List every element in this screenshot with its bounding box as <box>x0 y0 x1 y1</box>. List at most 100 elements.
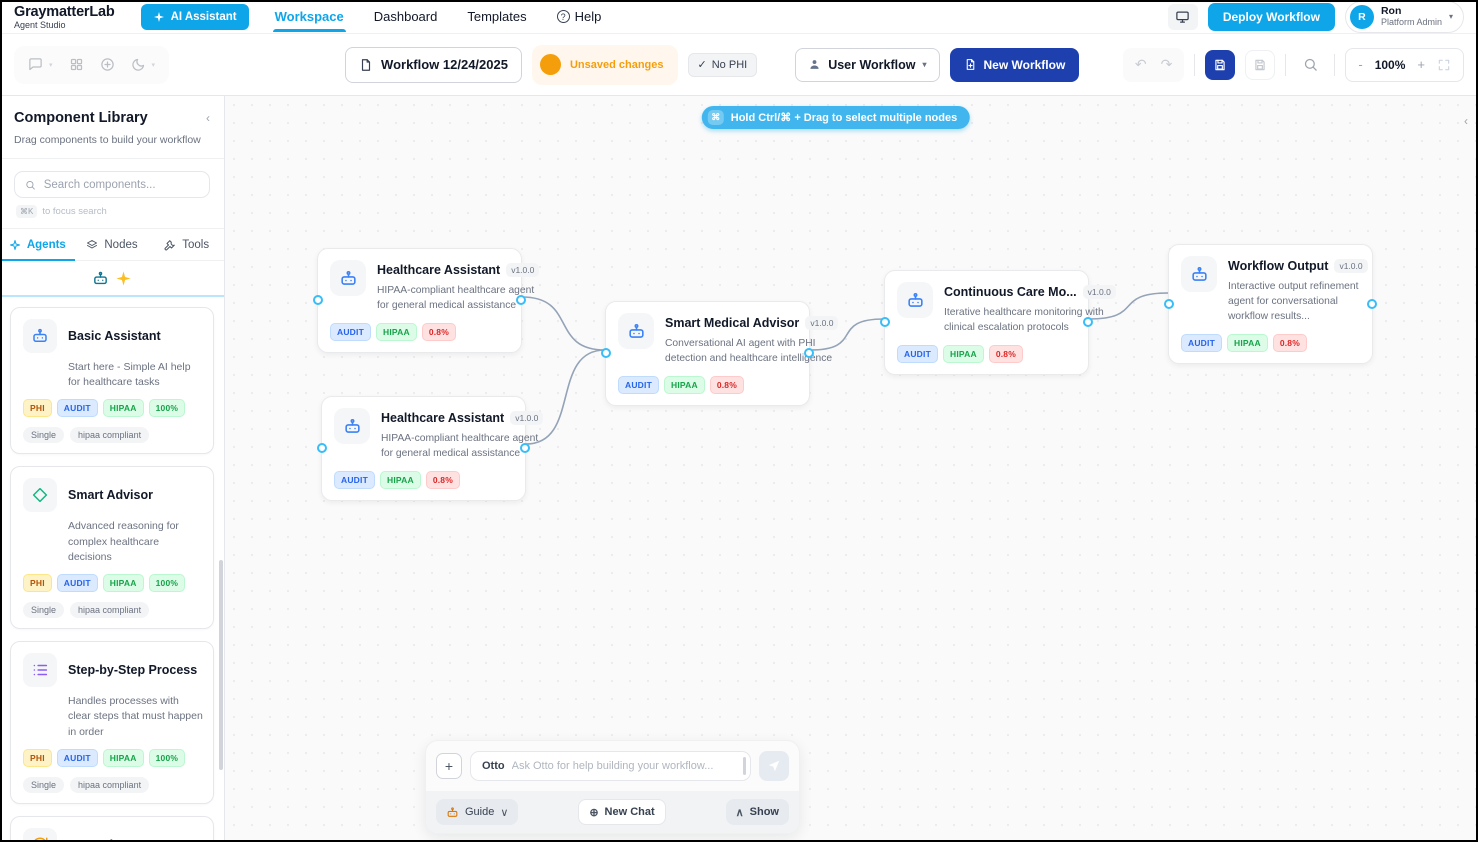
sidebar-scrollbar[interactable] <box>219 560 223 770</box>
zoom-in-button[interactable]: + <box>1417 57 1425 72</box>
chevron-down-icon: ▾ <box>151 61 156 69</box>
node-version-badge: v1.0.0 <box>1082 285 1116 299</box>
agent-name: Basic Assistant <box>68 329 161 343</box>
header-right: Deploy Workflow R Ron Platform Admin ▾ <box>1167 0 1464 33</box>
workflow-node[interactable]: Healthcare Assistant v1.0.0 HIPAA-compli… <box>313 248 540 353</box>
avatar: R <box>1349 4 1374 29</box>
agent-list: Basic Assistant Start here - Simple AI h… <box>0 297 224 842</box>
guide-button[interactable]: Guide ∨ <box>436 799 519 825</box>
output-port[interactable] <box>804 348 814 359</box>
nav-templates[interactable]: Templates <box>467 9 527 24</box>
workflow-node[interactable]: Continuous Care Mo... v1.0.0 Iterative h… <box>880 270 1116 375</box>
fit-view-icon[interactable] <box>1437 58 1451 72</box>
unsaved-dot-icon <box>539 54 561 75</box>
workflow-node[interactable]: Smart Medical Advisor v1.0.0 Conversatio… <box>601 301 839 406</box>
input-port[interactable] <box>880 317 890 328</box>
nav-workspace[interactable]: Workspace <box>272 1 346 32</box>
compliance-badge: PHI <box>23 748 52 767</box>
tab-nodes[interactable]: Nodes <box>75 229 150 260</box>
multiselect-hint-banner: ⌘ Hold Ctrl/⌘ + Drag to select multiple … <box>701 106 971 129</box>
new-workflow-button[interactable]: New Workflow <box>949 47 1080 82</box>
chat-input-wrap[interactable]: Otto <box>470 751 751 781</box>
agent-card-header: Step-by-Step Process <box>20 653 204 688</box>
undo-icon[interactable]: ↶ <box>1134 56 1147 72</box>
nav-dashboard[interactable]: Dashboard <box>373 9 438 24</box>
workflow-node[interactable]: Workflow Output v1.0.0 Interactive outpu… <box>1164 244 1377 364</box>
node-badge: HIPAA <box>1226 333 1268 352</box>
agent-tag: hipaa compliant <box>70 776 150 793</box>
monitor-icon <box>1175 9 1190 24</box>
agent-name: Step-by-Step Process <box>68 663 198 678</box>
agent-name: Repeating Process <box>68 838 181 842</box>
redo-icon[interactable]: ↷ <box>1160 56 1173 72</box>
compliance-badge: PHI <box>23 399 52 418</box>
sidebar-collapse-button[interactable]: ‹ <box>206 111 210 125</box>
workflow-type-dropdown[interactable]: User Workflow ▾ <box>795 47 940 82</box>
nav-help[interactable]: ? Help <box>555 1 604 32</box>
input-scrollbar <box>743 757 746 775</box>
robot-icon <box>446 806 459 819</box>
ai-assistant-button[interactable]: AI Assistant <box>140 3 249 30</box>
right-panel-collapse-button[interactable]: ‹ <box>1464 114 1468 128</box>
node-description: HIPAA-compliant healthcare agent for gen… <box>381 433 539 459</box>
monitor-button[interactable] <box>1167 3 1198 30</box>
user-menu[interactable]: R Ron Platform Admin ▾ <box>1344 0 1464 33</box>
sidebar-tabs: Agents Nodes Tools <box>0 229 224 261</box>
input-port[interactable] <box>601 348 611 359</box>
component-search-input[interactable] <box>43 178 199 191</box>
input-port[interactable] <box>313 295 323 306</box>
tab-tools[interactable]: Tools <box>149 229 224 260</box>
no-phi-badge: ✓ No PHI <box>687 52 758 77</box>
workflow-canvas[interactable]: Healthcare Assistant v1.0.0 HIPAA-compli… <box>225 96 1478 842</box>
save-button[interactable] <box>1205 49 1236 80</box>
output-port[interactable] <box>1083 317 1093 328</box>
compliance-badge: AUDIT <box>56 399 98 418</box>
check-icon: ✓ <box>697 59 707 71</box>
user-role: Platform Admin <box>1380 17 1442 28</box>
tab-agents[interactable]: Agents <box>0 229 75 261</box>
input-port[interactable] <box>317 443 327 454</box>
canvas-search-button[interactable] <box>1296 51 1324 79</box>
grid-icon[interactable] <box>69 57 84 72</box>
output-port[interactable] <box>516 295 526 306</box>
unsaved-label: Unsaved changes <box>569 58 664 71</box>
output-port[interactable] <box>1367 298 1377 309</box>
new-chat-button[interactable]: ⊕ New Chat <box>578 799 666 825</box>
node-badge: 0.8% <box>425 470 460 489</box>
save-icon <box>1213 58 1227 72</box>
chevron-down-icon: ▾ <box>1448 12 1453 21</box>
show-chat-button[interactable]: ∧ Show <box>725 799 789 825</box>
save-as-button[interactable] <box>1245 49 1276 80</box>
chat-add-button[interactable]: + <box>436 753 462 779</box>
agent-card[interactable]: Basic Assistant Start here - Simple AI h… <box>10 307 214 455</box>
workflow-node[interactable]: Healthcare Assistant v1.0.0 HIPAA-compli… <box>317 396 544 501</box>
input-port[interactable] <box>1164 298 1174 309</box>
otto-chat-input[interactable] <box>511 760 736 772</box>
output-port[interactable] <box>520 443 530 454</box>
zoom-out-button[interactable]: - <box>1358 57 1363 72</box>
node-version-badge: v1.0.0 <box>510 411 544 425</box>
chat-bubble-icon[interactable] <box>28 57 43 72</box>
plus-circle-icon[interactable] <box>100 57 115 72</box>
component-library-sidebar: Component Library ‹ Drag components to b… <box>0 96 225 842</box>
app-header: GraymatterLab Agent Studio AI Assistant … <box>0 0 1478 34</box>
agent-card[interactable]: Step-by-Step Process Handles processes w… <box>10 641 214 804</box>
agent-tag: hipaa compliant <box>70 602 150 619</box>
workflow-name-field[interactable]: Workflow 12/24/2025 <box>345 46 522 83</box>
agent-description: Start here - Simple AI help for healthca… <box>68 361 191 389</box>
node-badge: 0.8% <box>1272 333 1307 352</box>
moon-icon[interactable] <box>131 57 146 72</box>
agent-card[interactable]: Smart Advisor Advanced reasoning for com… <box>10 466 214 630</box>
send-button[interactable] <box>759 751 789 781</box>
robot-icon <box>92 270 109 287</box>
agent-card[interactable]: Repeating Process Handles processes that… <box>10 815 214 842</box>
refresh-icon <box>23 827 57 842</box>
deploy-workflow-button[interactable]: Deploy Workflow <box>1207 2 1335 31</box>
compliance-badge: 100% <box>148 574 186 593</box>
